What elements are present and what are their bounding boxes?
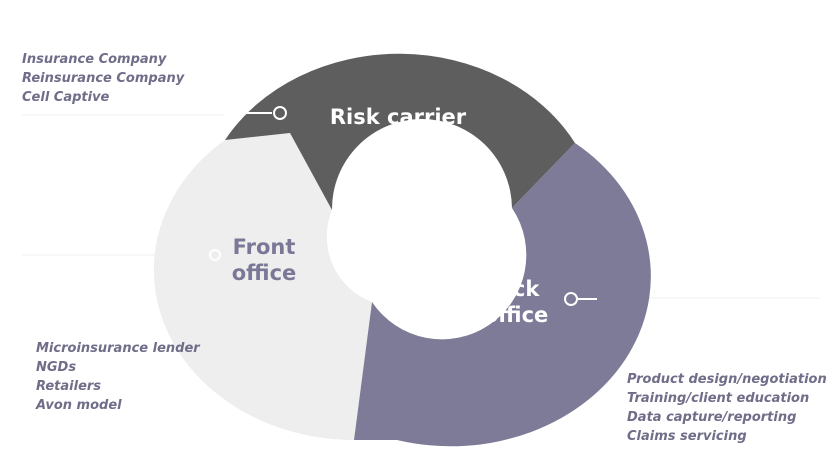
list-item: Reinsurance Company <box>22 71 185 86</box>
risk-carrier-label: Risk carrier <box>330 105 467 129</box>
list-item: Retailers <box>36 379 102 394</box>
list-item: Cell Captive <box>22 90 110 105</box>
list-item: Product design/negotiation <box>627 372 827 387</box>
back-office-label-line2: office <box>484 303 549 327</box>
risk-connector-dot <box>273 106 287 120</box>
back-office-list: Product design/negotiation Training/clie… <box>627 370 827 446</box>
back-office-segment <box>354 143 651 447</box>
back-connector-dot <box>564 292 578 306</box>
list-item: Avon model <box>36 398 122 413</box>
list-item: Data capture/reporting <box>627 410 797 425</box>
list-item: Microinsurance lender <box>36 341 200 356</box>
risk-carrier-list: Insurance Company Reinsurance Company Ce… <box>22 50 184 107</box>
front-office-label-line1: Front <box>233 235 296 259</box>
front-connector-dot <box>209 249 221 261</box>
back-office-label-line1: Back <box>483 277 541 301</box>
front-office-list: Microinsurance lender NGDs Retailers Avo… <box>36 339 200 415</box>
list-item: NGDs <box>36 360 77 375</box>
risk-carrier-segment <box>225 53 575 210</box>
front-office-label-line2: office <box>232 261 297 285</box>
donut-hole <box>332 165 472 305</box>
list-item: Insurance Company <box>22 52 167 67</box>
list-item: Claims servicing <box>627 429 747 444</box>
front-office-segment <box>153 133 372 441</box>
list-item: Training/client education <box>627 391 810 406</box>
